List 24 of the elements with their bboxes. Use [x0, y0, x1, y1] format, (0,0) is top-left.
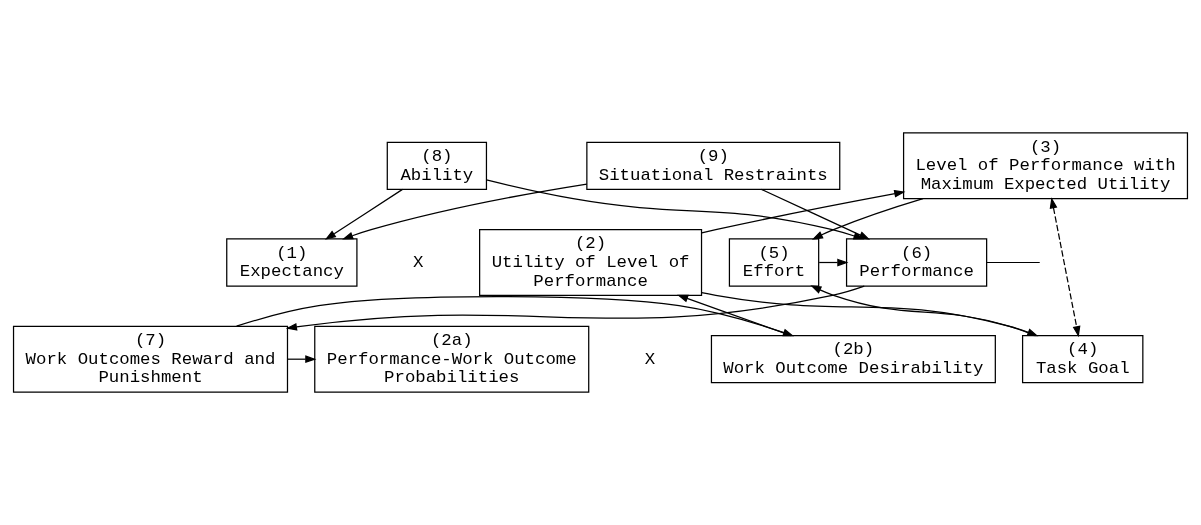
node-box: (2) Utility of Level of Performance — [479, 229, 703, 296]
arrow — [701, 189, 906, 234]
node-box: (2b) Work Outcome Desirability — [710, 335, 996, 384]
arrow — [485, 179, 865, 240]
arrow — [1049, 197, 1081, 338]
arrow — [285, 285, 865, 331]
arrow — [818, 258, 849, 267]
node-box: (1) Expectancy — [226, 238, 358, 287]
connector — [986, 261, 1041, 264]
arrow — [235, 296, 795, 337]
node-box: (9) Situational Restraints — [586, 141, 841, 190]
node-box: (5) Effort — [728, 238, 820, 287]
arrow — [324, 188, 404, 240]
node-box: (8) Ability — [386, 141, 488, 190]
arrow — [286, 355, 317, 364]
arrow — [342, 183, 588, 240]
node-box: (6) Performance — [845, 238, 988, 287]
node-box: (3) Level of Performance with Maximum Expected Utility — [902, 132, 1189, 200]
arrow — [810, 285, 1036, 337]
node-box: (2a) Performance-Work Outcome Probabilities — [314, 325, 590, 393]
node-box: (7) Work Outcomes Reward and Punishment — [12, 325, 289, 393]
node-box: (4) Task Goal — [1021, 335, 1144, 384]
label: X — [644, 349, 656, 369]
label: X — [413, 253, 424, 273]
